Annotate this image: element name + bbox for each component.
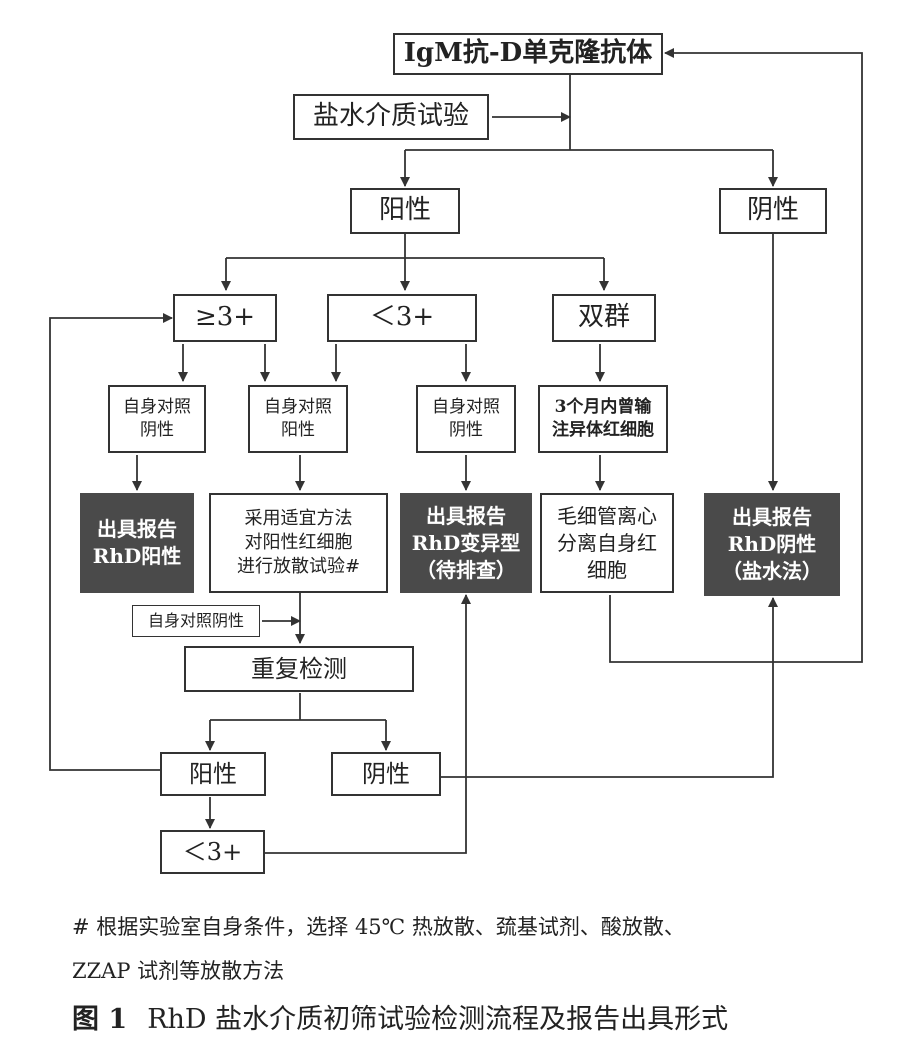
lt3-label: ＜3+: [369, 302, 435, 333]
self-control-negative-box-b: 自身对照 阴性: [416, 385, 516, 453]
negative-box: 阴性: [719, 188, 827, 234]
mixed-field-box: 双群: [552, 294, 656, 342]
transfusion-history-box: 3个月内曾输 注异体红细胞: [538, 385, 668, 453]
lt3b-to-report-variant: [265, 594, 471, 854]
capillary-centrifuge-label: 毛细管离心 分离自身红 细胞: [557, 503, 657, 582]
self-control-negative-note-label: 自身对照阴性: [147, 611, 244, 631]
report-rhd-negative-label: 出具报告 RhD阴性 （盐水法）: [722, 505, 822, 583]
repeat-test-label: 重复检测: [251, 654, 347, 683]
igm-antibody-label: IgM抗-D单克隆抗体: [403, 38, 653, 69]
footnote: # 根据实验室自身条件，选择 45℃ 热放散、巯基试剂、酸放散、 ZZAP 试剂…: [72, 915, 685, 983]
self-control-positive-box: 自身对照 阳性: [248, 385, 348, 453]
elution-test-label: 采用适宜方法 对阳性红细胞 进行放散试验#: [236, 507, 361, 578]
ge3-label: ≥3+: [194, 302, 256, 333]
report-rhd-variant-label: 出具报告 RhD变异型 （待排查）: [411, 503, 521, 582]
self-control-positive-label: 自身对照 阳性: [264, 397, 332, 440]
mixed-field-label: 双群: [577, 302, 630, 333]
self-control-negative-note-box: 自身对照阴性: [132, 605, 260, 637]
pos2-loop-to-ge3: [49, 313, 173, 771]
figure-caption: 图 1 RhD 盐水介质初筛试验检测流程及报告出具形式: [72, 997, 728, 1036]
lt3-retest-label: ＜3+: [182, 837, 243, 866]
transfusion-history-label: 3个月内曾输 注异体红细胞: [552, 397, 654, 440]
figure-title: RhD 盐水介质初筛试验检测流程及报告出具形式: [147, 1004, 729, 1035]
negative-retest-label: 阴性: [362, 759, 410, 788]
elution-test-box: 采用适宜方法 对阳性红细胞 进行放散试验#: [209, 493, 388, 593]
lt3-box: ＜3+: [327, 294, 477, 342]
positive-label: 阳性: [378, 195, 431, 226]
repeat-test-box: 重复检测: [184, 646, 414, 692]
lt3-retest-box: ＜3+: [160, 830, 265, 874]
ge3-box: ≥3+: [173, 294, 277, 342]
igm-antibody-box: IgM抗-D单克隆抗体: [393, 33, 663, 75]
positive-box: 阳性: [350, 188, 460, 234]
figure-number: 图 1: [72, 1004, 128, 1035]
saline-test-label: 盐水介质试验: [312, 101, 469, 132]
report-rhd-positive-label: 出具报告 RhD阳性: [92, 517, 182, 568]
capillary-centrifuge-box: 毛细管离心 分离自身红 细胞: [540, 493, 674, 593]
positive-retest-label: 阳性: [189, 759, 237, 788]
self-control-negative-box-a: 自身对照 阴性: [108, 385, 206, 453]
saline-test-box: 盐水介质试验: [293, 94, 489, 140]
neg2-to-report-neg: [441, 597, 778, 778]
negative-retest-box: 阴性: [331, 752, 441, 796]
self-control-negative-label-a: 自身对照 阴性: [123, 397, 191, 440]
report-rhd-positive-box: 出具报告 RhD阳性: [80, 493, 194, 593]
capillary-loop-to-igm: [609, 48, 863, 663]
self-control-negative-label-b: 自身对照 阴性: [432, 397, 500, 440]
positive-retest-box: 阳性: [160, 752, 266, 796]
report-rhd-variant-box: 出具报告 RhD变异型 （待排查）: [400, 493, 532, 593]
report-rhd-negative-box: 出具报告 RhD阴性 （盐水法）: [704, 493, 840, 596]
negative-label: 阴性: [746, 195, 799, 226]
flowchart-connectors: [49, 48, 863, 854]
